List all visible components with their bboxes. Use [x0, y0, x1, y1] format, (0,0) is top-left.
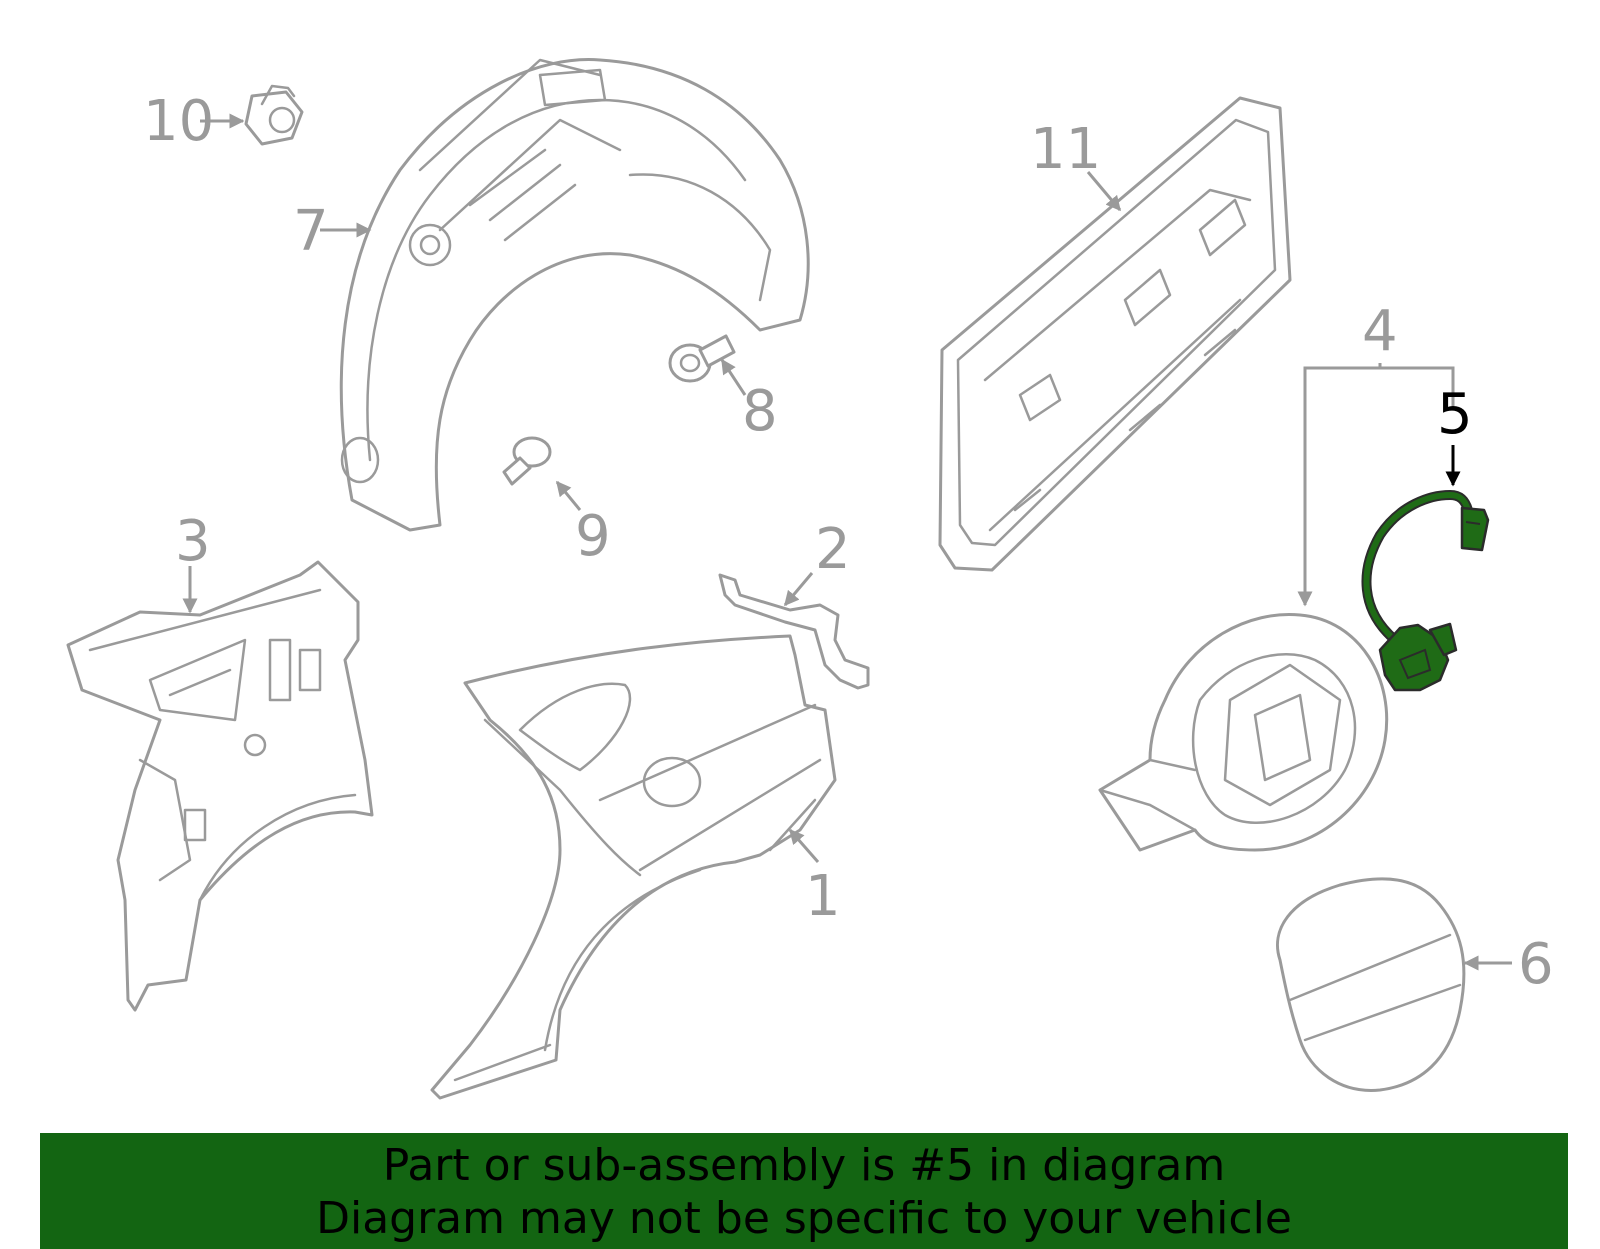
callout-3: 3: [175, 509, 211, 574]
part-2-bracket: [718, 573, 870, 690]
part-1-quarter-panel: [430, 634, 837, 1100]
part-5-fuel-door-actuator: [1361, 489, 1490, 692]
callout-4: 4: [1362, 299, 1398, 364]
callout-2: 2: [815, 517, 851, 582]
info-banner: Part or sub-assembly is #5 in diagram Di…: [40, 1133, 1568, 1249]
callout-7: 7: [293, 199, 329, 264]
banner-line-2: Diagram may not be specific to your vehi…: [316, 1193, 1292, 1244]
part-8-screw: [668, 334, 736, 383]
callout-10: 10: [143, 89, 214, 154]
callout-9: 9: [575, 504, 611, 569]
part-3-inner-quarter-panel: [66, 560, 374, 1012]
callout-11: 11: [1030, 117, 1101, 182]
part-11-panel: [938, 96, 1292, 572]
callout-6: 6: [1518, 932, 1554, 997]
part-4-fuel-door-housing: [1098, 612, 1389, 852]
part-6-fuel-door: [1276, 877, 1466, 1092]
part-7-wheelhouse-liner: [339, 58, 810, 532]
part-9-clip: [502, 436, 552, 486]
banner-line-1: Part or sub-assembly is #5 in diagram: [382, 1140, 1226, 1191]
part-10-nut: [244, 84, 304, 146]
callout-8: 8: [742, 379, 778, 444]
callout-5: 5: [1437, 382, 1473, 447]
callout-1: 1: [805, 864, 841, 929]
